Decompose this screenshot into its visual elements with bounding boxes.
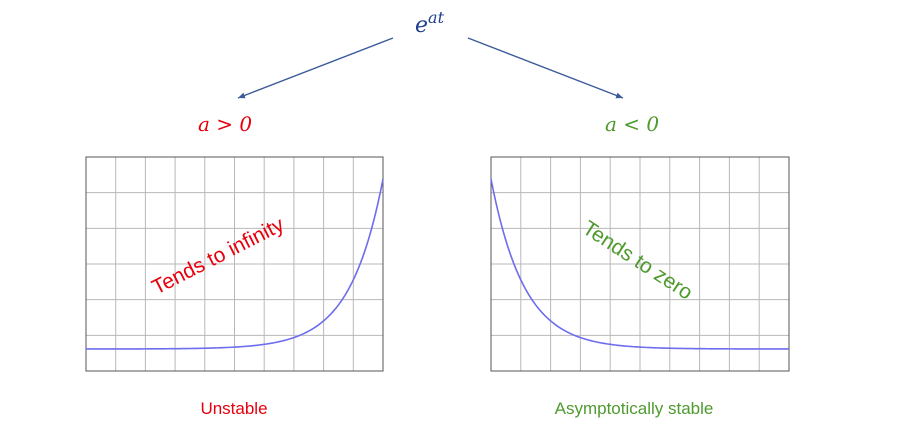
- condition-negative: a < 0: [605, 112, 659, 136]
- growth-curve: [86, 178, 384, 350]
- caption-unstable: Unstable: [200, 399, 267, 418]
- expression-base: e: [415, 13, 428, 38]
- caption-stable: Asymptotically stable: [555, 399, 714, 418]
- decay-plot-grid: [491, 157, 789, 371]
- condition-positive: a > 0: [198, 112, 252, 136]
- root-expression: eat: [415, 8, 445, 38]
- decay-annotation: Tends to zero: [578, 217, 696, 305]
- growth-annotation: Tends to infinity: [148, 213, 288, 299]
- decay-plot: [490, 156, 790, 372]
- growth-plot-grid: [86, 157, 383, 371]
- expression-exponent: at: [428, 8, 445, 27]
- decay-plot-frame: [490, 156, 790, 372]
- right-branch-arrow: [467, 37, 624, 99]
- left-branch-arrow: [237, 37, 394, 99]
- growth-plot-frame: [85, 156, 384, 372]
- decay-curve: [490, 178, 789, 350]
- growth-plot: [85, 156, 384, 372]
